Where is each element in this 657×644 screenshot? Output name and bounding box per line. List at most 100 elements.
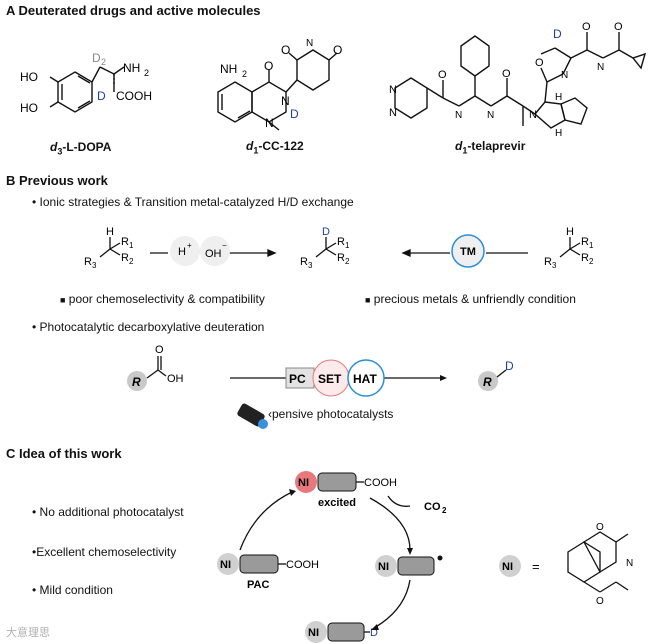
feature-3: • Mild condition <box>32 583 113 597</box>
product-d-1: D <box>322 226 330 238</box>
dopa-d2: D <box>92 51 101 65</box>
dopa-ho-2: HO <box>20 101 38 115</box>
bullet-photocatalytic: • Photocatalytic decarboxylative deutera… <box>32 320 265 334</box>
svg-text:N: N <box>281 94 290 108</box>
svg-text:NI: NI <box>502 561 513 573</box>
led-lamp-icon <box>237 403 268 429</box>
ohminus-bubble <box>200 236 230 266</box>
svg-text:O: O <box>535 57 544 69</box>
svg-text:N: N <box>455 110 462 121</box>
svg-text:N: N <box>561 70 568 81</box>
cc122-label: d1-CC-122 <box>246 139 304 156</box>
svg-text:1: 1 <box>345 241 350 250</box>
section-b-title: B Previous work <box>6 173 108 188</box>
svg-text:H: H <box>555 92 562 103</box>
svg-text:O: O <box>333 43 342 57</box>
svg-text:R: R <box>581 236 589 248</box>
svg-text:2: 2 <box>345 257 350 266</box>
step-hat: HAT <box>353 372 377 386</box>
svg-text:R: R <box>337 252 345 264</box>
svg-text:CO: CO <box>424 501 441 513</box>
svg-text:2: 2 <box>589 257 594 266</box>
excited-label: excited <box>318 497 356 509</box>
step-set: SET <box>318 372 342 386</box>
hplus-bubble <box>170 236 200 266</box>
pac-label: PAC <box>247 579 269 591</box>
svg-text:2: 2 <box>129 257 134 266</box>
svg-text:N: N <box>487 110 494 121</box>
feature-2: •Excellent chemoselectivity <box>32 545 177 559</box>
svg-text:R: R <box>544 256 552 268</box>
svg-text:H: H <box>178 246 186 258</box>
dopa-nh2: NH <box>123 61 140 75</box>
step-pc: PC <box>289 372 306 386</box>
svg-text:NI: NI <box>298 477 309 489</box>
svg-text:N: N <box>529 109 537 121</box>
svg-text:3: 3 <box>552 261 557 270</box>
svg-text:N: N <box>626 558 633 569</box>
svg-text:OH: OH <box>205 248 222 260</box>
hat-bubble <box>347 359 385 397</box>
svg-text:3: 3 <box>92 261 97 270</box>
drawback-1: ■ poor chemoselectivity & compatibility <box>60 292 265 306</box>
svg-text:NI: NI <box>308 627 319 639</box>
watermark: 大意理思 <box>6 627 50 639</box>
svg-text:+: + <box>187 241 192 250</box>
svg-text:1: 1 <box>589 241 594 250</box>
svg-text:R: R <box>483 375 492 389</box>
svg-text:−: − <box>222 241 227 250</box>
svg-text:N: N <box>597 62 604 73</box>
svg-text:O: O <box>596 522 604 533</box>
svg-text:H: H <box>106 226 114 238</box>
svg-text:=: = <box>532 559 540 574</box>
dopa-label: d3-L-DOPA <box>50 140 112 157</box>
svg-text:O: O <box>502 68 511 80</box>
svg-text:O: O <box>264 59 273 73</box>
telaprevir-d: D <box>553 27 562 41</box>
svg-text:O: O <box>281 43 290 57</box>
bullet-ionic: • Ionic strategies & Transition metal-ca… <box>32 195 354 209</box>
cc122-structure: NH 2 O N N D O N O <box>217 38 342 131</box>
svg-text:O: O <box>614 21 623 33</box>
svg-text:O: O <box>438 69 447 81</box>
cc122-nh2: NH <box>220 62 237 76</box>
svg-text:TM: TM <box>460 246 476 258</box>
section-a-title: A Deuterated drugs and active molecules <box>6 3 261 18</box>
feature-1: • No additional photocatalyst <box>32 505 184 519</box>
svg-text:O: O <box>596 596 604 607</box>
svg-text:2: 2 <box>144 68 149 78</box>
telaprevir-label: d1-telaprevir <box>455 139 526 156</box>
svg-text:N: N <box>306 38 313 49</box>
svg-text:D: D <box>370 627 378 639</box>
naphthalimide-structure <box>567 531 629 593</box>
photocatalytic-scheme: R O OH PC SET HAT R D <box>127 344 514 429</box>
svg-text:NI: NI <box>220 559 231 571</box>
expensive-note: ‹pensive photocatalysts <box>268 407 394 421</box>
dopa-structure: HO HO D 2 NH 2 D COOH <box>20 51 152 115</box>
svg-text:OH: OH <box>167 373 184 385</box>
section-c-title: C Idea of this work <box>6 446 122 461</box>
svg-text:N: N <box>265 116 274 130</box>
svg-text:3: 3 <box>308 261 313 270</box>
svg-text:NI: NI <box>378 561 389 573</box>
svg-text:R: R <box>121 236 129 248</box>
svg-text:2: 2 <box>242 69 247 79</box>
svg-text:2: 2 <box>442 506 447 515</box>
telaprevir-structure: N N O N O N N O N D O O N H H <box>389 21 647 138</box>
dopa-cooh: COOH <box>116 89 152 103</box>
svg-text:D: D <box>505 359 514 373</box>
svg-text:N: N <box>389 84 397 96</box>
svg-text:R: R <box>581 252 589 264</box>
svg-text:R: R <box>300 256 308 268</box>
svg-text:H: H <box>566 226 574 238</box>
svg-text:O: O <box>155 344 164 356</box>
svg-text:COOH: COOH <box>286 559 319 571</box>
svg-text:COOH: COOH <box>364 477 397 489</box>
tm-cycle <box>451 234 485 268</box>
cc122-d: D <box>290 107 299 121</box>
svg-text:H: H <box>555 128 562 138</box>
svg-text:R: R <box>84 256 92 268</box>
svg-text:2: 2 <box>101 57 106 67</box>
dopa-d: D <box>97 89 106 103</box>
svg-text:R: R <box>121 252 129 264</box>
